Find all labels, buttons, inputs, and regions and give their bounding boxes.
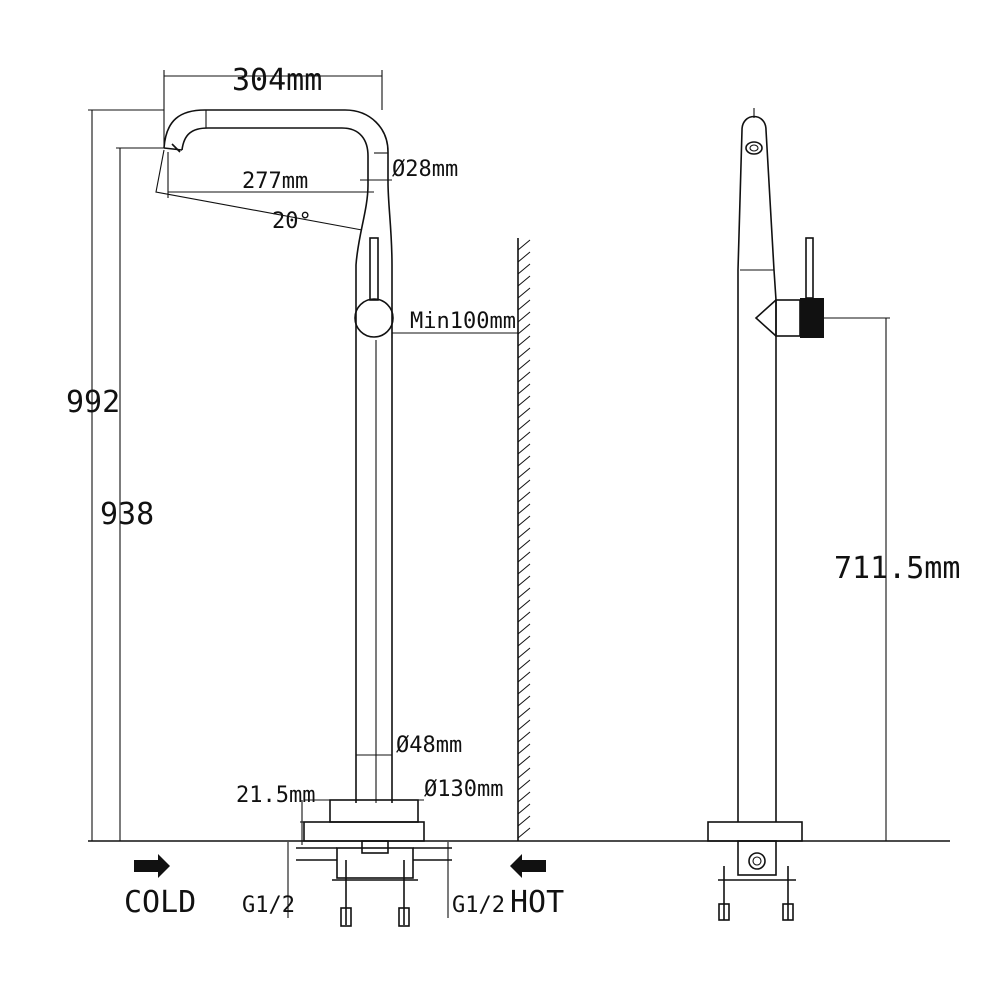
- hatch-line: [517, 719, 531, 731]
- hatch-line: [517, 299, 531, 311]
- dim-spout-diameter: Ø28mm: [392, 157, 458, 182]
- dim-total-height: 992: [66, 385, 120, 420]
- hatch-line: [517, 695, 531, 707]
- hatch-line: [517, 371, 531, 383]
- hatch-line: [517, 731, 531, 743]
- hatch-line: [517, 611, 531, 623]
- hatch-line: [517, 587, 531, 599]
- hatch-line: [517, 635, 531, 647]
- hatch-line: [517, 383, 531, 395]
- hatch-line: [517, 323, 531, 335]
- hatch-line: [517, 359, 531, 371]
- hatch-line: [517, 671, 531, 683]
- hatch-line: [517, 755, 531, 767]
- hatch-line: [517, 599, 531, 611]
- hatch-line: [517, 431, 531, 443]
- dimension-lines: [88, 70, 890, 918]
- dim-inlet-thread-left: G1/2: [242, 893, 295, 918]
- hatch-line: [517, 503, 531, 515]
- hatch-line: [517, 539, 531, 551]
- hatch-line: [517, 251, 531, 263]
- hot-inlet-label: HOT: [510, 885, 564, 920]
- hatch-line: [517, 803, 531, 815]
- hatch-line: [517, 287, 531, 299]
- dim-base-diameter: Ø130mm: [424, 777, 503, 802]
- hatch-line: [517, 707, 531, 719]
- hatch-line: [517, 443, 531, 455]
- hatch-line: [517, 527, 531, 539]
- hatch-line: [517, 347, 531, 359]
- hatch-line: [517, 479, 531, 491]
- hatch-line: [517, 563, 531, 575]
- hatch-line: [517, 455, 531, 467]
- side-view-faucet: [707, 108, 824, 921]
- dim-spout-reach-inner: 277mm: [242, 169, 308, 194]
- hatch-line: [517, 407, 531, 419]
- dim-base-thickness: 21.5mm: [236, 783, 315, 808]
- arrow-right-icon: [134, 854, 170, 878]
- hatch-line: [517, 239, 531, 251]
- hatch-line: [517, 275, 531, 287]
- dim-spout-angle: 20°: [272, 209, 312, 234]
- hatch-line: [517, 395, 531, 407]
- hatch-line: [517, 647, 531, 659]
- wall: [517, 238, 531, 841]
- hatch-line: [517, 683, 531, 695]
- hatch-line: [517, 515, 531, 527]
- dim-handle-height: 711.5mm: [834, 551, 960, 586]
- hatch-line: [517, 791, 531, 803]
- front-view-faucet: [163, 109, 452, 927]
- dim-wall-clearance: Min100mm: [410, 309, 516, 334]
- cold-inlet-label: COLD: [124, 885, 196, 920]
- hatch-line: [517, 263, 531, 275]
- hatch-line: [517, 419, 531, 431]
- hatch-line: [517, 467, 531, 479]
- hatch-line: [517, 311, 531, 323]
- dim-outlet-height: 938: [100, 497, 154, 532]
- wall-hatching: [517, 239, 531, 839]
- hatch-line: [517, 491, 531, 503]
- dim-inlet-thread-right: G1/2: [452, 893, 505, 918]
- hatch-line: [517, 767, 531, 779]
- hatch-line: [517, 779, 531, 791]
- dim-spout-reach-outer: 304mm: [232, 63, 322, 98]
- hatch-line: [517, 335, 531, 347]
- hatch-line: [517, 623, 531, 635]
- hatch-line: [517, 743, 531, 755]
- hatch-line: [517, 659, 531, 671]
- hatch-line: [517, 575, 531, 587]
- hatch-line: [517, 815, 531, 827]
- arrow-left-icon: [510, 854, 546, 878]
- hatch-line: [517, 827, 531, 839]
- dim-body-diameter: Ø48mm: [396, 733, 462, 758]
- hatch-line: [517, 551, 531, 563]
